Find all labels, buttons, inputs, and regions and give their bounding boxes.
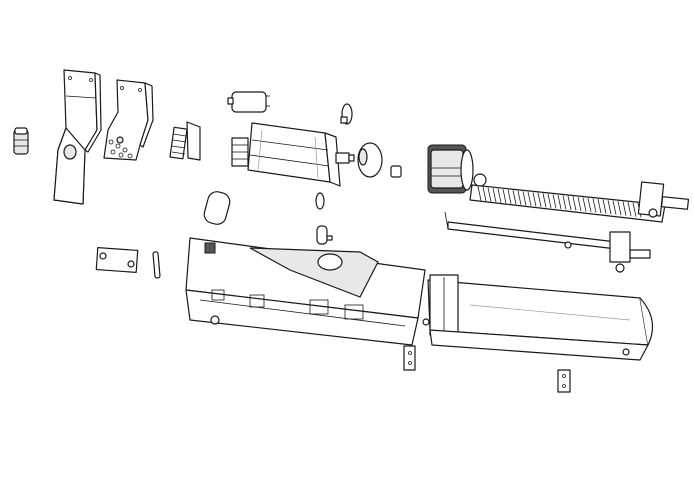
thread-line [567,195,572,211]
thread-line [582,197,587,212]
thread-line [572,196,577,211]
thread-line [512,190,517,205]
bracket-holes [108,136,133,159]
drive-drum [427,144,474,194]
electric-motor [231,122,355,187]
thread-line [527,191,532,206]
thread-line [602,199,607,214]
thread-line [517,190,522,205]
thread-line [547,193,552,208]
thread-line [597,199,602,214]
guide-rail [444,211,651,273]
mounting-bracket-front [103,79,154,161]
thread-line [617,201,622,216]
washer [340,103,353,125]
dowel-pin [152,251,161,279]
thread-line [542,193,547,208]
terminal-block [169,121,201,161]
gear-disc [357,142,383,178]
small-capacitor [227,91,270,113]
thread-line [612,200,617,215]
spring-clip [315,192,325,210]
motor-capacitor [203,191,231,225]
worm-screw-assembly [469,173,690,223]
thread-line [627,202,632,217]
thread-line [477,186,482,201]
threaded-bushing [13,127,29,155]
thread-line [552,194,557,209]
actuator-body [422,274,654,361]
thread-line [632,202,637,217]
thread-line [497,188,502,203]
control-housing [185,237,426,346]
thread-line [557,194,562,210]
thread-line [487,187,492,202]
thread-line [507,189,512,204]
end-block [95,247,139,273]
thread-line [502,189,507,204]
clamp-plate-left [403,345,416,371]
thread-line [587,197,592,213]
thread-line [482,187,487,202]
thread-line [522,191,527,206]
thread-line [532,192,537,207]
clamp-plate-right [557,369,571,393]
thread-line [562,195,567,210]
small-bushing [390,165,402,178]
mounting-bracket-rear [53,69,102,205]
thread-line [592,198,597,213]
thread-line [577,196,582,212]
thread-line [607,200,612,215]
thread-line [622,201,627,216]
screw-thread [477,186,642,218]
thread-line [492,188,497,203]
thread-line [537,192,542,207]
pivot-pin [316,225,333,245]
